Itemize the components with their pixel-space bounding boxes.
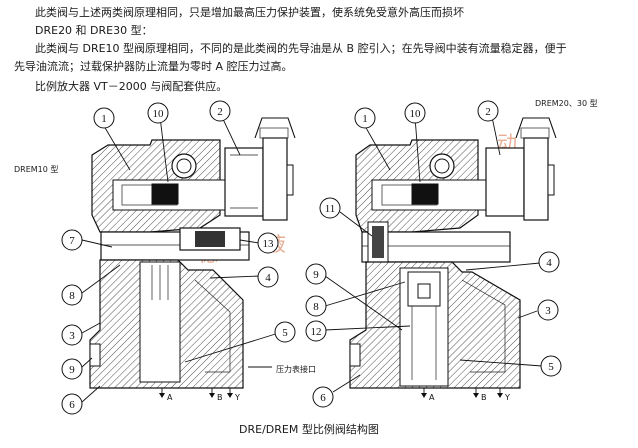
right-leaders: [324, 116, 543, 393]
callout-left-2-text: 2: [217, 106, 223, 118]
callout-right-2: 2: [477, 100, 499, 122]
paragraph-line-1: 此类阀与上述两类阀原理相同，只是增加最高压力保护装置，使系统免受意外高压而损坏: [35, 6, 464, 19]
callout-right-12-text: 12: [311, 326, 322, 338]
callout-left-8: 8: [61, 284, 83, 306]
callout-left-4: 4: [257, 266, 279, 288]
callout-right-6-text: 6: [320, 392, 326, 404]
callout-right-1-text: 1: [362, 113, 368, 125]
callout-left-3: 3: [61, 324, 83, 346]
callout-right-5: 5: [540, 355, 562, 377]
callout-left-5-text: 5: [282, 327, 288, 339]
callout-right-11-text: 11: [325, 203, 336, 215]
paragraph-line-3: 此类阀与 DRE10 型阀原理相同，不同的是此类阀的先导油是从 B 腔引入；在先…: [35, 42, 567, 55]
callout-right-11: 11: [319, 197, 341, 219]
callout-right-8-text: 8: [313, 301, 319, 313]
callout-left-10: 10: [147, 102, 169, 124]
callout-left-5: 5: [274, 321, 296, 343]
callout-right-6: 6: [312, 386, 334, 408]
callout-right-12: 12: [305, 320, 327, 342]
paragraph-line-5: 比例放大器 VT－2000 与阀配套供应。: [35, 80, 228, 93]
callout-right-3: 3: [537, 299, 559, 321]
callout-right-10-text: 10: [410, 108, 422, 120]
callout-left-4-text: 4: [265, 272, 271, 284]
callout-left-6: 6: [61, 393, 83, 415]
callout-left-6-text: 6: [69, 399, 75, 411]
callout-left-13: 13: [257, 232, 279, 254]
callout-right-3-text: 3: [545, 305, 551, 317]
left-leaders: [81, 116, 283, 403]
callout-right-9: 9: [305, 263, 327, 285]
callout-left-9-text: 9: [69, 364, 75, 376]
callout-left-2: 2: [209, 100, 231, 122]
callout-left-9: 9: [61, 358, 83, 380]
port-right-y: Y: [504, 393, 510, 402]
callout-left-1-text: 1: [101, 113, 107, 125]
callout-right-1: 1: [354, 107, 376, 129]
callout-left-10-text: 10: [153, 108, 165, 120]
left-model-label: DREM10 型: [14, 165, 59, 174]
callout-left-13-text: 13: [263, 238, 275, 250]
gauge-port-label: 压力表接口: [276, 365, 316, 374]
callout-right-5-text: 5: [548, 361, 554, 373]
port-left-y: Y: [234, 393, 240, 402]
callout-right-2-text: 2: [485, 106, 491, 118]
right-model-label: DREM20、30 型: [535, 99, 598, 108]
callout-left-7: 7: [61, 229, 83, 251]
port-right-a: A: [429, 393, 435, 402]
callout-right-4: 4: [538, 251, 560, 273]
paragraph-line-4: 先导油流流；过载保护器防止流量为零时 A 腔压力过高。: [14, 60, 293, 73]
callout-right-10: 10: [404, 102, 426, 124]
callout-left-1: 1: [93, 107, 115, 129]
callout-left-8-text: 8: [69, 290, 75, 302]
figure-caption: DRE/DREM 型比例阀结构图: [239, 423, 379, 436]
port-right-b: B: [481, 393, 487, 402]
paragraph-line-2: DRE20 和 DRE30 型：: [35, 24, 153, 37]
callout-left-7-text: 7: [69, 235, 75, 247]
port-left-b: B: [217, 393, 223, 402]
callout-right-9-text: 9: [313, 269, 319, 281]
callout-left-3-text: 3: [69, 330, 75, 342]
callout-right-4-text: 4: [546, 257, 552, 269]
port-left-a: A: [167, 393, 173, 402]
callout-right-8: 8: [305, 295, 327, 317]
left-valve: [89, 117, 296, 398]
